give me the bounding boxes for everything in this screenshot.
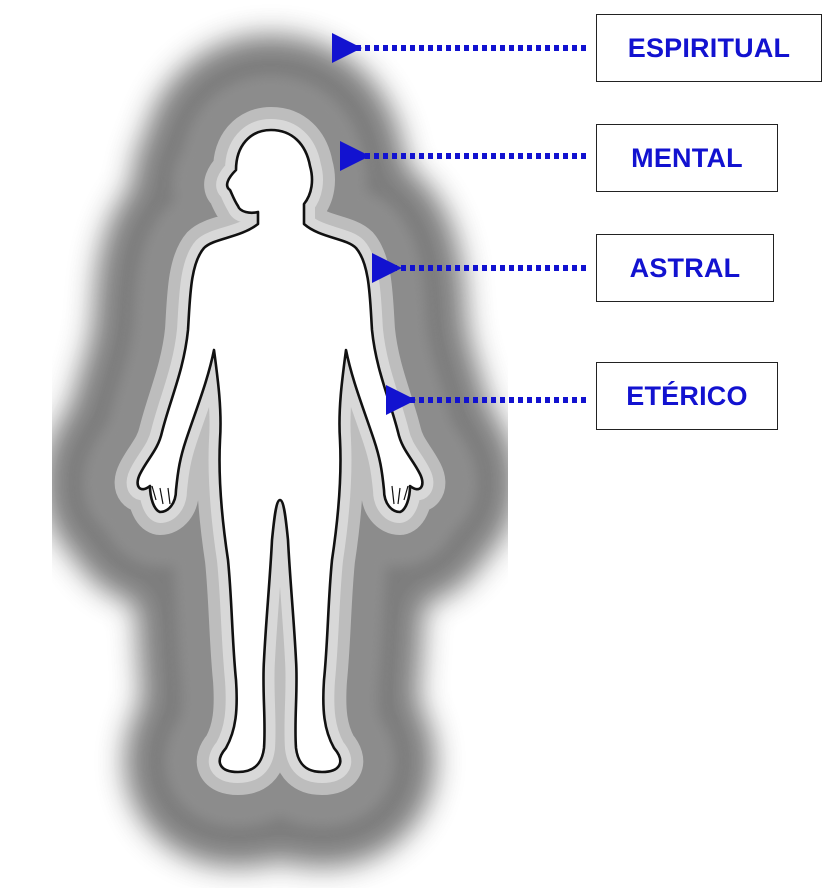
label-eterico: ETÉRICO: [626, 383, 747, 410]
label-box-eterico: ETÉRICO: [596, 362, 778, 430]
label-espiritual: ESPIRITUAL: [628, 35, 791, 62]
label-box-astral: ASTRAL: [596, 234, 774, 302]
label-box-espiritual: ESPIRITUAL: [596, 14, 822, 82]
label-mental: MENTAL: [631, 145, 743, 172]
label-astral: ASTRAL: [630, 255, 741, 282]
label-box-mental: MENTAL: [596, 124, 778, 192]
